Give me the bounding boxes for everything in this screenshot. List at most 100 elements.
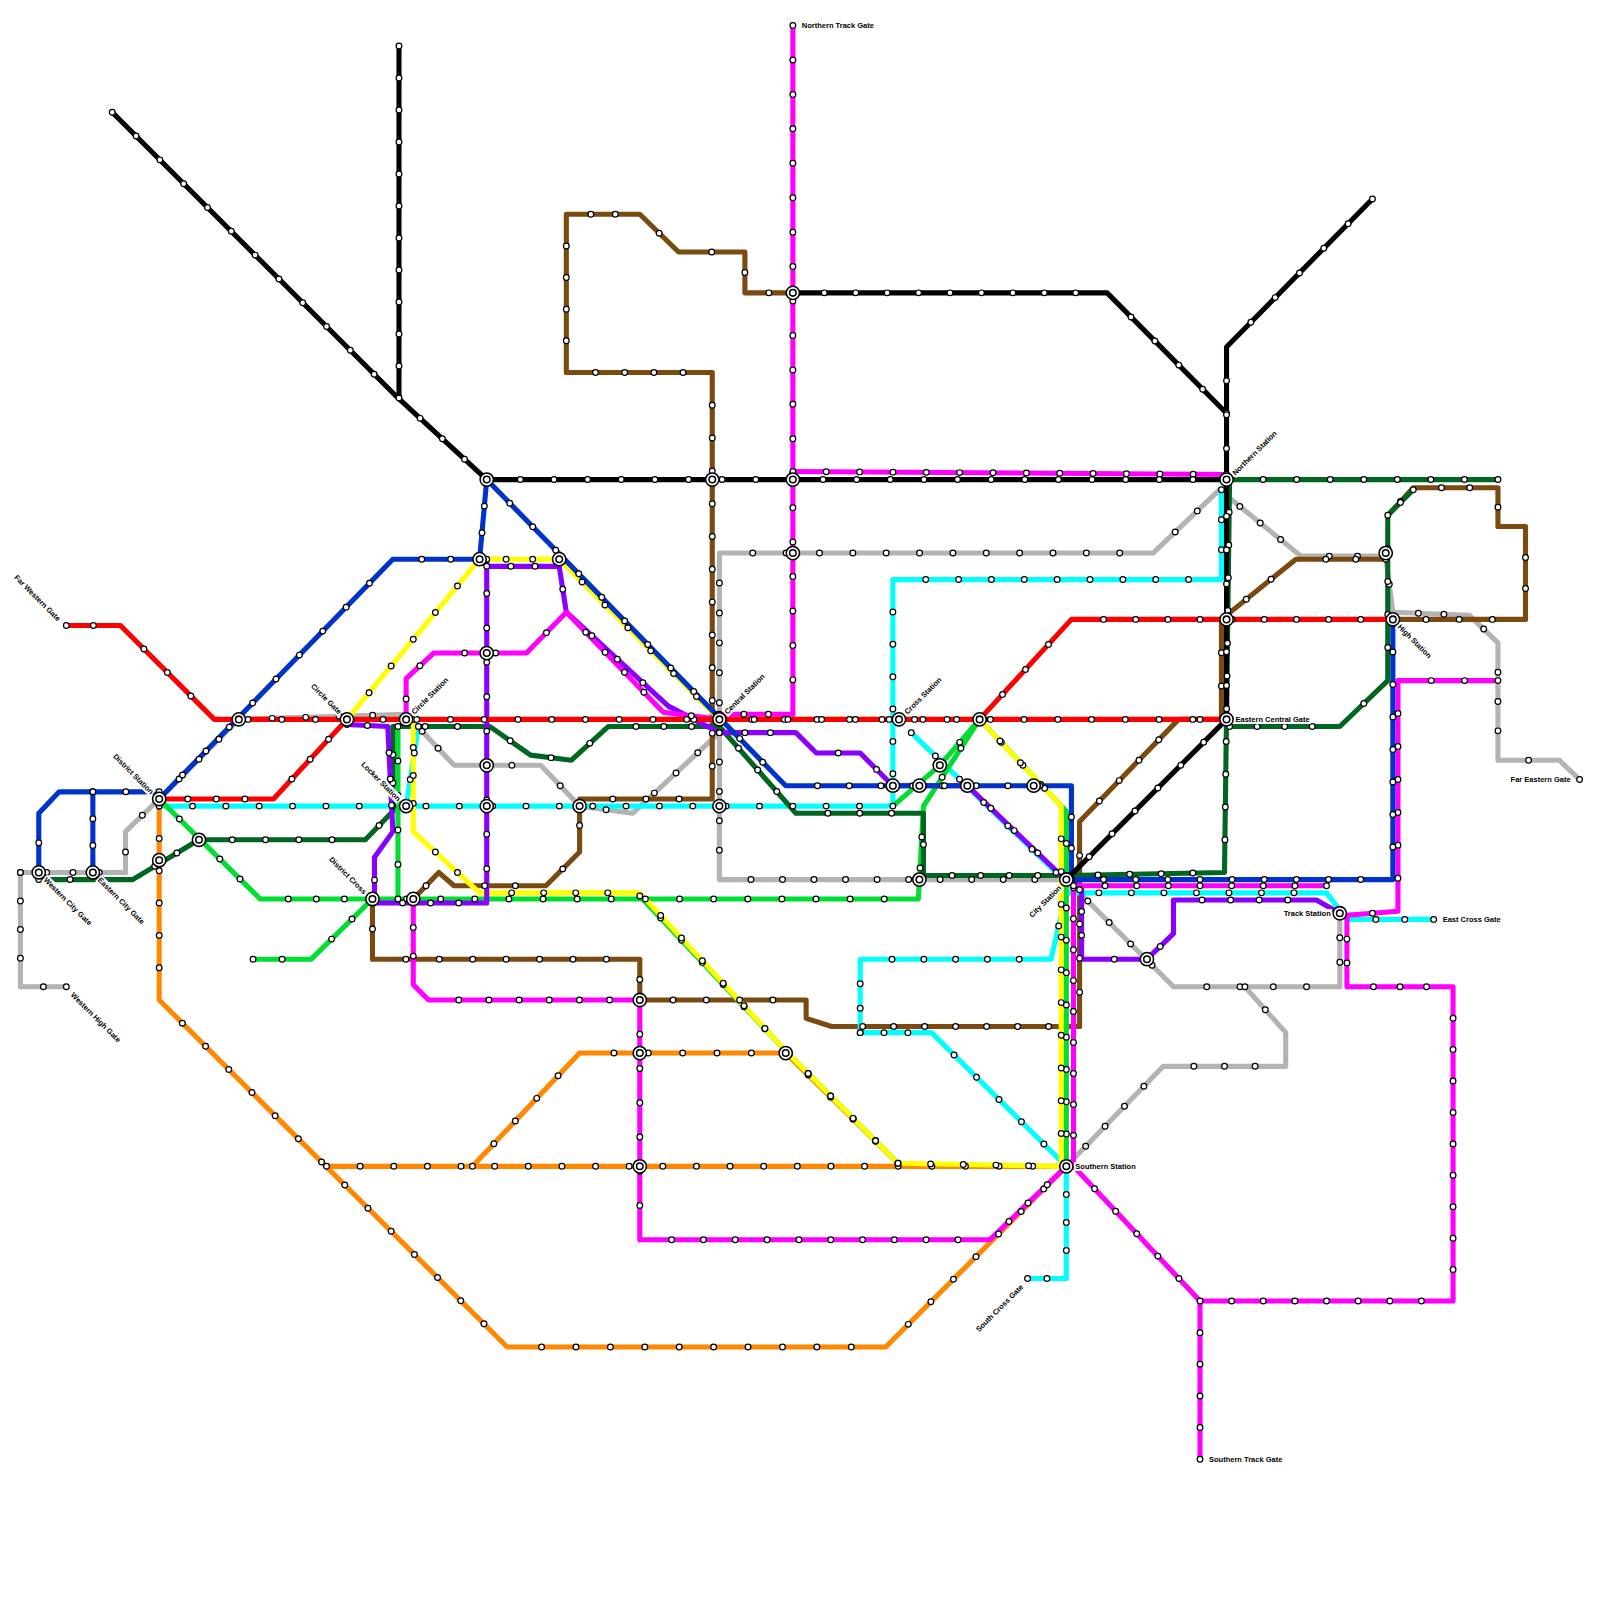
interchange-core [156,857,163,864]
station-dot [396,395,402,401]
station-dot [890,609,896,615]
station-dot [884,290,890,296]
station-dot [1190,870,1196,876]
station-dot [1398,500,1404,506]
station-dot [252,252,258,258]
station-dot [1416,610,1422,616]
station-dot [1229,883,1235,889]
station-dot [895,1160,901,1166]
station-dot [709,763,715,769]
interchange-core [782,1050,789,1057]
interchange-ring [706,473,719,486]
station-dot [433,610,439,616]
station-dot [1385,579,1391,585]
station-dot [1225,640,1231,646]
station-dot [156,796,162,802]
station-dot [973,1254,979,1260]
station-dot [954,717,960,723]
interchange-core [90,869,97,876]
station-dot [949,873,955,879]
station-dot [1450,1267,1456,1273]
station-dot [1058,1065,1064,1071]
station-dot [1166,883,1172,889]
station-dot [817,550,823,556]
station-name: High Station [1395,622,1434,661]
station-dot [1278,537,1284,543]
station-dot [300,300,306,306]
station-dot [790,505,796,511]
station-dot [1128,941,1134,947]
station-dot [857,469,863,475]
station-dot [323,803,329,809]
station-dot [18,898,24,904]
station-dot [614,656,620,662]
station-dot [1156,737,1162,743]
interchange-symbol [786,473,799,486]
station-dot [557,803,563,809]
station-dot [711,896,717,902]
station-dot [974,1074,980,1080]
station-dot [727,1163,733,1169]
station-dot [1197,617,1203,623]
metro-line [980,619,1393,719]
station-dot [1423,617,1429,623]
station-dot [1165,617,1171,623]
station-dot [828,1093,834,1099]
station-dot [585,477,591,483]
interchange-symbol [340,713,353,726]
station-dot [534,1096,540,1102]
station-dot [612,211,618,217]
station-dot [920,717,926,723]
station-dot [912,717,918,723]
station-dot [669,1237,675,1243]
station-dot [1224,547,1230,553]
station-dot [356,803,362,809]
station-dot [1063,1220,1069,1226]
station-dot [1199,897,1205,903]
station-dot [422,724,428,730]
station-dot [753,477,759,483]
interchange-ring [340,713,353,726]
interchange-core [483,762,490,769]
interchange-symbol [892,713,905,726]
station-name: Southern Station [1074,1162,1136,1171]
station-dot [410,773,416,779]
station-dot [70,870,76,876]
station-name: Circle Station [409,675,451,717]
metro-line [406,612,719,719]
station-dot [428,900,434,906]
station-dot [1257,520,1263,526]
station-dot [879,717,885,723]
station-dot [1197,1393,1203,1399]
station-dot [1361,701,1367,707]
station-dot [1071,947,1077,953]
interchange-core [916,876,923,883]
station-dot [1058,836,1064,842]
station-dot [732,1237,738,1243]
station-dot [1358,877,1364,883]
interchange-symbol [913,873,926,886]
station-dot [90,870,96,876]
station-dot [957,470,963,476]
station-dot [366,690,372,696]
station-dot [1156,717,1162,723]
station-dot [590,803,596,809]
interchange-ring [961,779,974,792]
station-dot [1259,890,1265,896]
station-dot [1261,617,1267,623]
station-dot [403,956,409,962]
station-dot [1439,485,1445,491]
interchange-core [637,1163,644,1170]
metro-line [1230,490,1414,727]
station-name: Circle Gate [309,681,345,717]
station-dot [874,767,880,773]
metro-line [911,733,1056,873]
station-dot [643,896,649,902]
map-layer [18,23,1583,1462]
interchange-symbol [886,779,899,792]
station-dot [1063,841,1069,847]
station-dot [790,436,796,442]
station-dot [1021,717,1027,723]
station-name: Southern Track Gate [1208,1455,1283,1464]
